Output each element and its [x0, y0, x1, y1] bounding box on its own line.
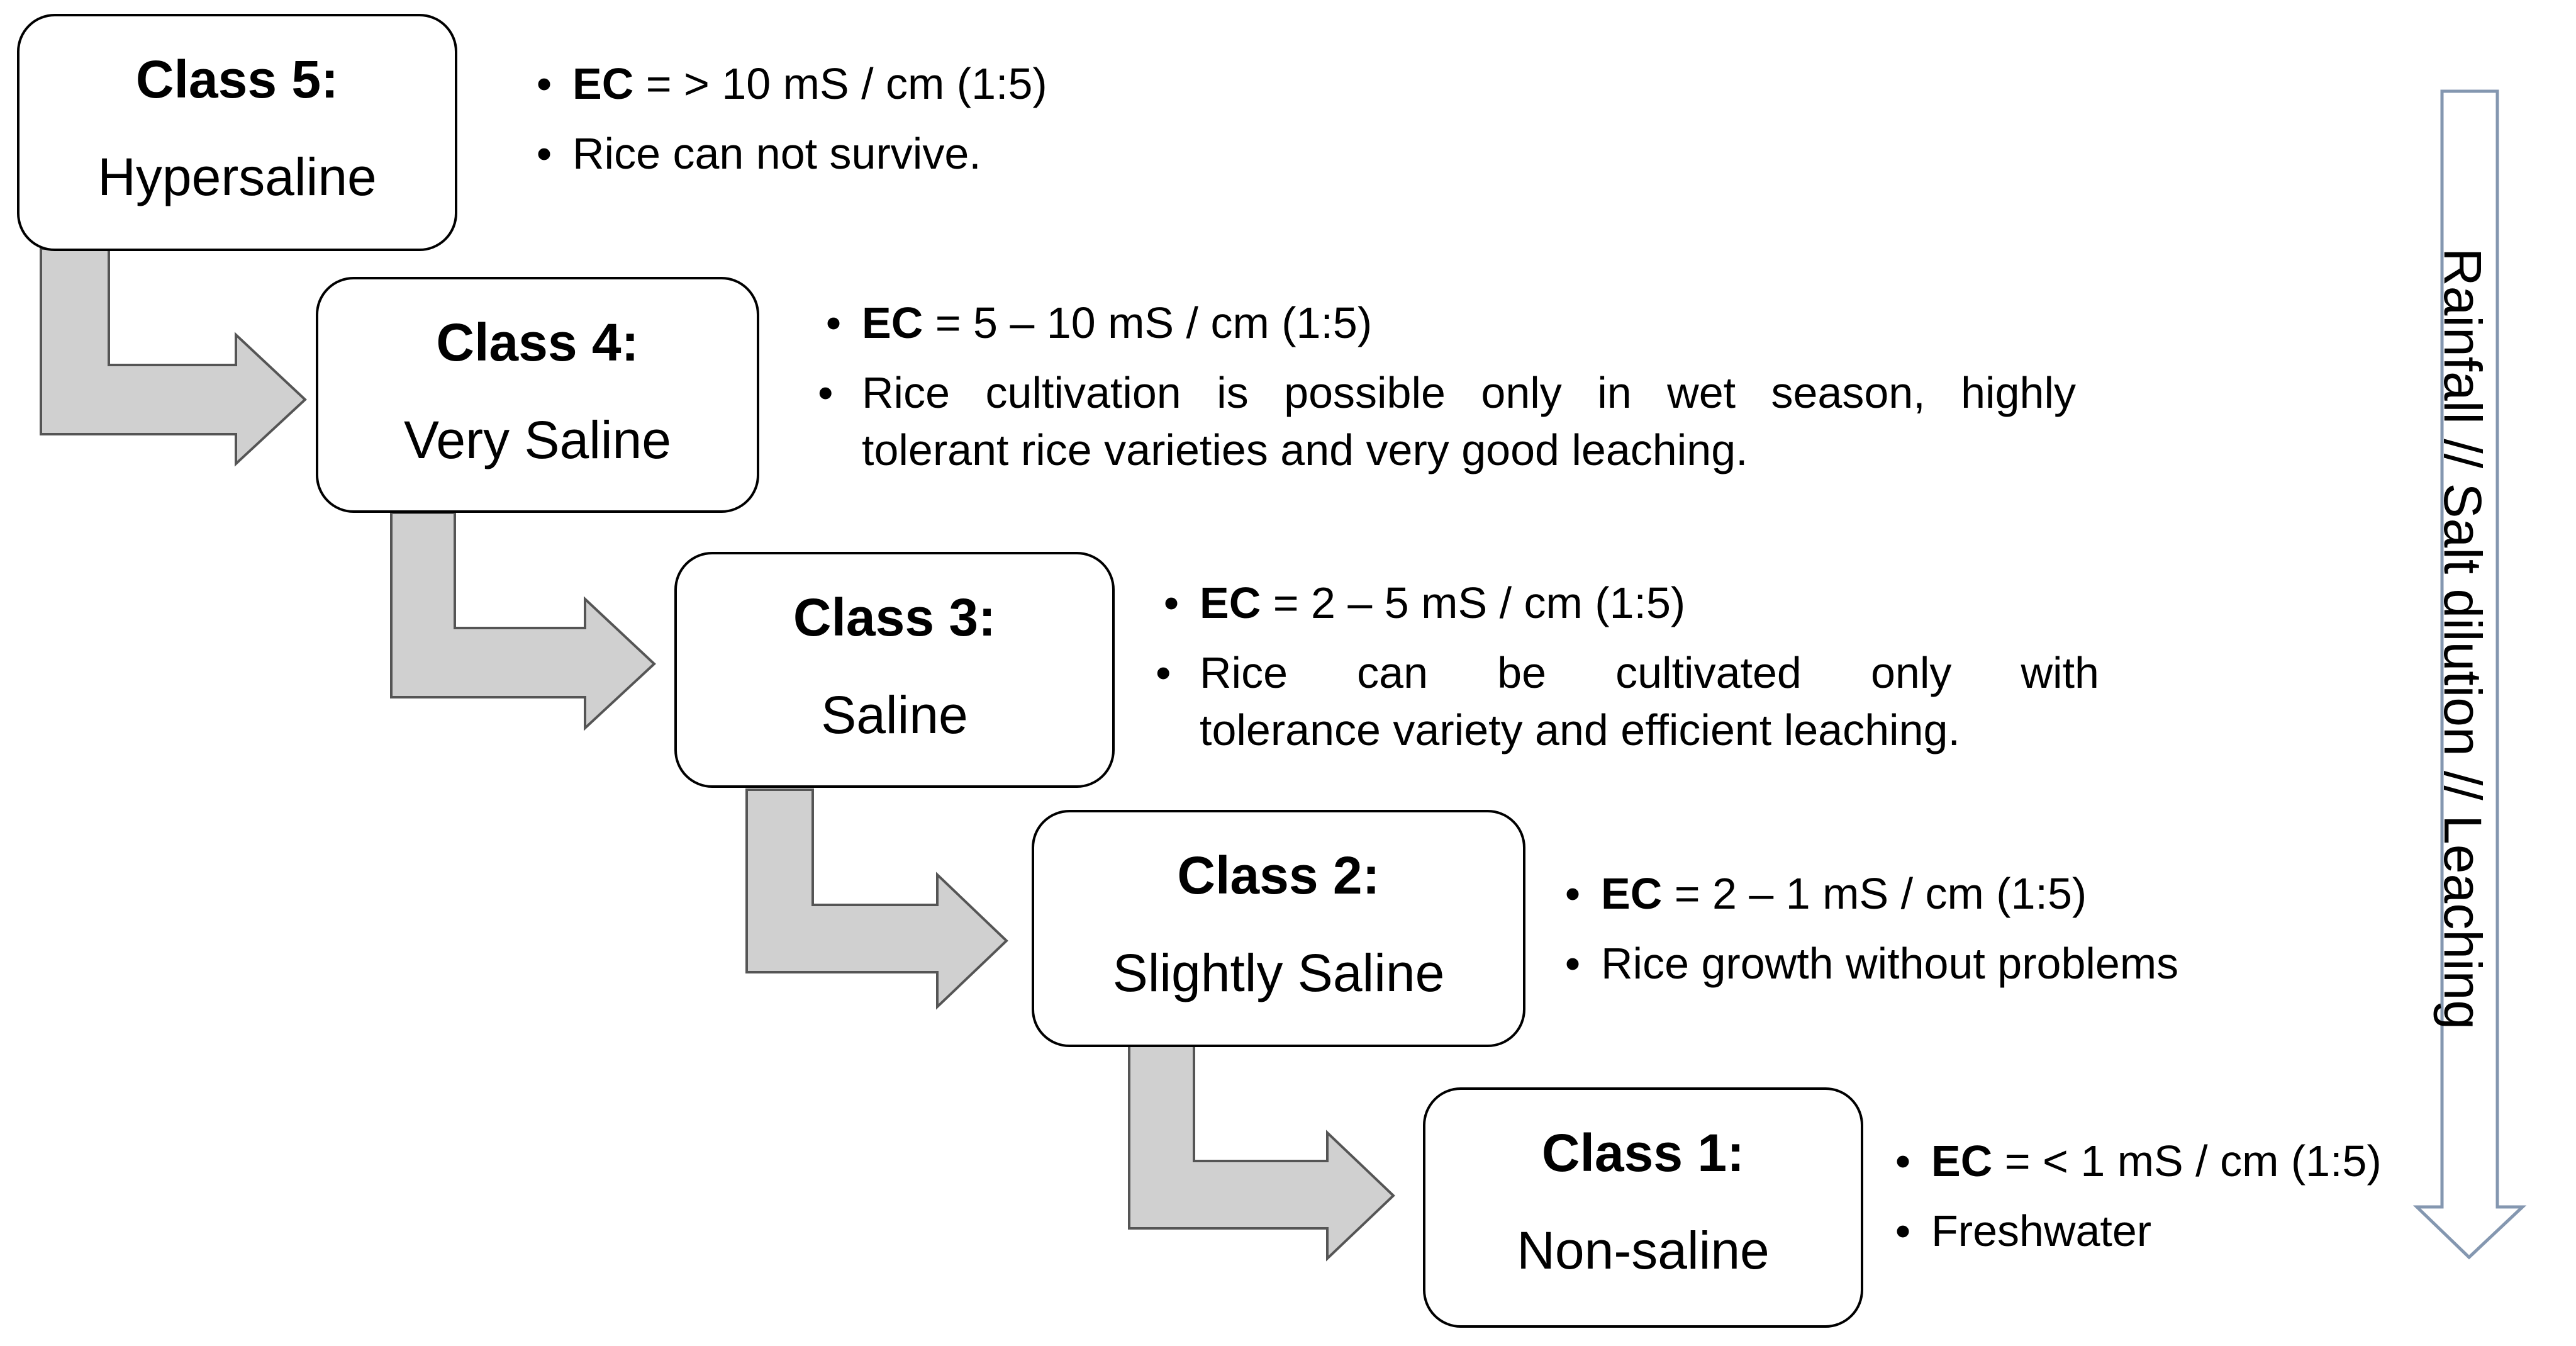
class-3-ec: • EC = 2 – 5 mS / cm (1:5) [1156, 575, 2099, 632]
class-1-note: • Freshwater [1887, 1203, 2453, 1260]
class-4-info: • EC = 5 – 10 mS / cm (1:5) • Rice cultiv… [818, 294, 2076, 479]
bullet-icon: • [1163, 578, 1179, 627]
class-5-note: • Rice can not survive. [528, 125, 1346, 182]
class-2-box: Class 2: Slightly Saline [1032, 810, 1525, 1047]
class-2-note-line-1: Rice growth without problems [1601, 939, 2179, 988]
class-3-note: • Rice can be cultivated only with toler… [1156, 644, 2099, 759]
class-2-title: Class 2: [1177, 846, 1380, 905]
class-2-name: Slightly Saline [1112, 943, 1445, 1002]
bullet-icon: • [825, 298, 842, 347]
class-5-title: Class 5: [135, 50, 339, 109]
class-5-info: • EC = > 10 mS / cm (1:5) • Rice can not s… [528, 55, 1346, 182]
side-arrow-label: Rainfall // Salt dilution // Leaching [2433, 247, 2492, 1030]
class-2-note: • Rice growth without problems [1557, 935, 2375, 992]
class-4-name: Very Saline [404, 410, 671, 469]
class-1-info: • EC = < 1 mS / cm (1:5) • Freshwater [1887, 1133, 2453, 1260]
step-arrow-4-to-3 [390, 512, 656, 731]
class-3-info: • EC = 2 – 5 mS / cm (1:5) • Rice can be … [1156, 575, 2099, 759]
class-3-title: Class 3: [793, 588, 996, 647]
bullet-icon: • [1895, 1206, 1911, 1255]
class-1-ec: • EC = < 1 mS / cm (1:5) [1887, 1133, 2453, 1190]
class-4-note-line-2: tolerant rice varieties and very good le… [862, 425, 1748, 474]
bullet-icon: • [1156, 648, 1171, 697]
bullet-icon: • [1564, 869, 1581, 918]
class-4-ec: • EC = 5 – 10 mS / cm (1:5) [818, 294, 2076, 352]
class-4-box: Class 4: Very Saline [316, 277, 759, 513]
class-5-note-line-1: Rice can not survive. [572, 129, 981, 178]
step-arrow-3-to-2 [745, 788, 1008, 1010]
class-5-ec-value: = > 10 mS / cm (1:5) [633, 59, 1047, 108]
class-3-ec-value: = 2 – 5 mS / cm (1:5) [1261, 578, 1686, 627]
bullet-icon: • [1895, 1136, 1911, 1186]
class-5-name: Hypersaline [98, 147, 377, 206]
class-4-note: • Rice cultivation is possible only in w… [818, 364, 2076, 479]
class-1-name: Non-saline [1517, 1221, 1770, 1280]
bullet-icon: • [1564, 939, 1581, 988]
class-1-title: Class 1: [1541, 1123, 1745, 1182]
class-5-box: Class 5: Hypersaline [17, 14, 457, 251]
class-1-note-line-1: Freshwater [1931, 1206, 2152, 1255]
class-5-ec: • EC = > 10 mS / cm (1:5) [528, 55, 1346, 113]
class-2-ec-value: = 2 – 1 mS / cm (1:5) [1662, 869, 2087, 918]
class-4-title: Class 4: [436, 313, 639, 372]
class-1-ec-value: = < 1 mS / cm (1:5) [1992, 1136, 2382, 1186]
class-5-ec-label: EC [572, 59, 634, 108]
class-3-note-line-2: tolerance variety and efficient leaching… [1200, 705, 1960, 754]
class-1-ec-label: EC [1931, 1136, 1993, 1186]
class-3-ec-label: EC [1200, 578, 1261, 627]
class-4-ec-label: EC [862, 298, 923, 347]
class-1-box: Class 1: Non-saline [1423, 1087, 1863, 1328]
class-2-ec: • EC = 2 – 1 mS / cm (1:5) [1557, 865, 2375, 923]
class-4-note-line-1: Rice cultivation is possible only in wet… [862, 368, 2076, 417]
side-down-arrow [2412, 89, 2527, 1260]
class-2-ec-label: EC [1601, 869, 1663, 918]
step-arrow-5-to-4 [40, 247, 307, 467]
class-3-note-line-1: Rice can be cultivated only with [1200, 648, 2099, 697]
bullet-icon: • [536, 59, 552, 108]
class-4-ec-value: = 5 – 10 mS / cm (1:5) [923, 298, 1373, 347]
step-arrow-2-to-1 [1128, 1043, 1395, 1262]
class-2-info: • EC = 2 – 1 mS / cm (1:5) • Rice growth w… [1557, 865, 2375, 992]
bullet-icon: • [818, 368, 834, 417]
class-3-box: Class 3: Saline [674, 552, 1115, 788]
class-3-name: Saline [821, 685, 968, 744]
bullet-icon: • [536, 129, 552, 178]
